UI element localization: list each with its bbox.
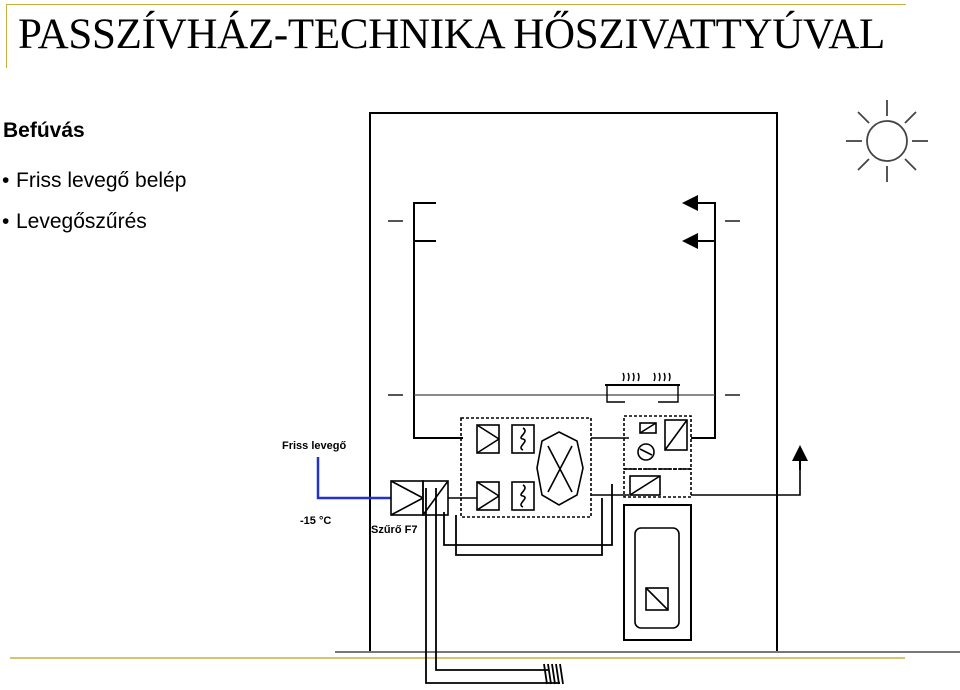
room-markers (388, 220, 740, 396)
section-heading: Befúvás (3, 119, 85, 142)
heat-pump-unit (623, 415, 801, 641)
radiator-icon (605, 372, 680, 403)
house-outline (369, 112, 778, 652)
supply-duct (413, 202, 716, 439)
bullet-item: •Levegőszűrés (2, 210, 147, 233)
filter-unit (390, 480, 477, 516)
fresh-air-label: Friss levegő (282, 440, 346, 452)
heat-recovery-unit (460, 417, 629, 518)
fresh-air-intake-path (316, 457, 391, 500)
ground-heat-exchanger (425, 484, 613, 685)
temperature-label: -15 °C (300, 515, 331, 527)
sun-icon (846, 100, 928, 182)
left-accent-line (6, 4, 7, 68)
top-accent-line (6, 4, 906, 5)
bullet-list: •Friss levegő belép •Levegőszűrés (2, 160, 186, 242)
bullet-item: •Friss levegő belép (2, 169, 187, 192)
filter-label: Szűrő F7 (371, 524, 417, 536)
supply-arrow (682, 195, 715, 249)
ground-lines (10, 651, 960, 659)
slide-title: PASSZÍVHÁZ-TECHNIKA HŐSZIVATTYÚVAL (18, 11, 885, 58)
